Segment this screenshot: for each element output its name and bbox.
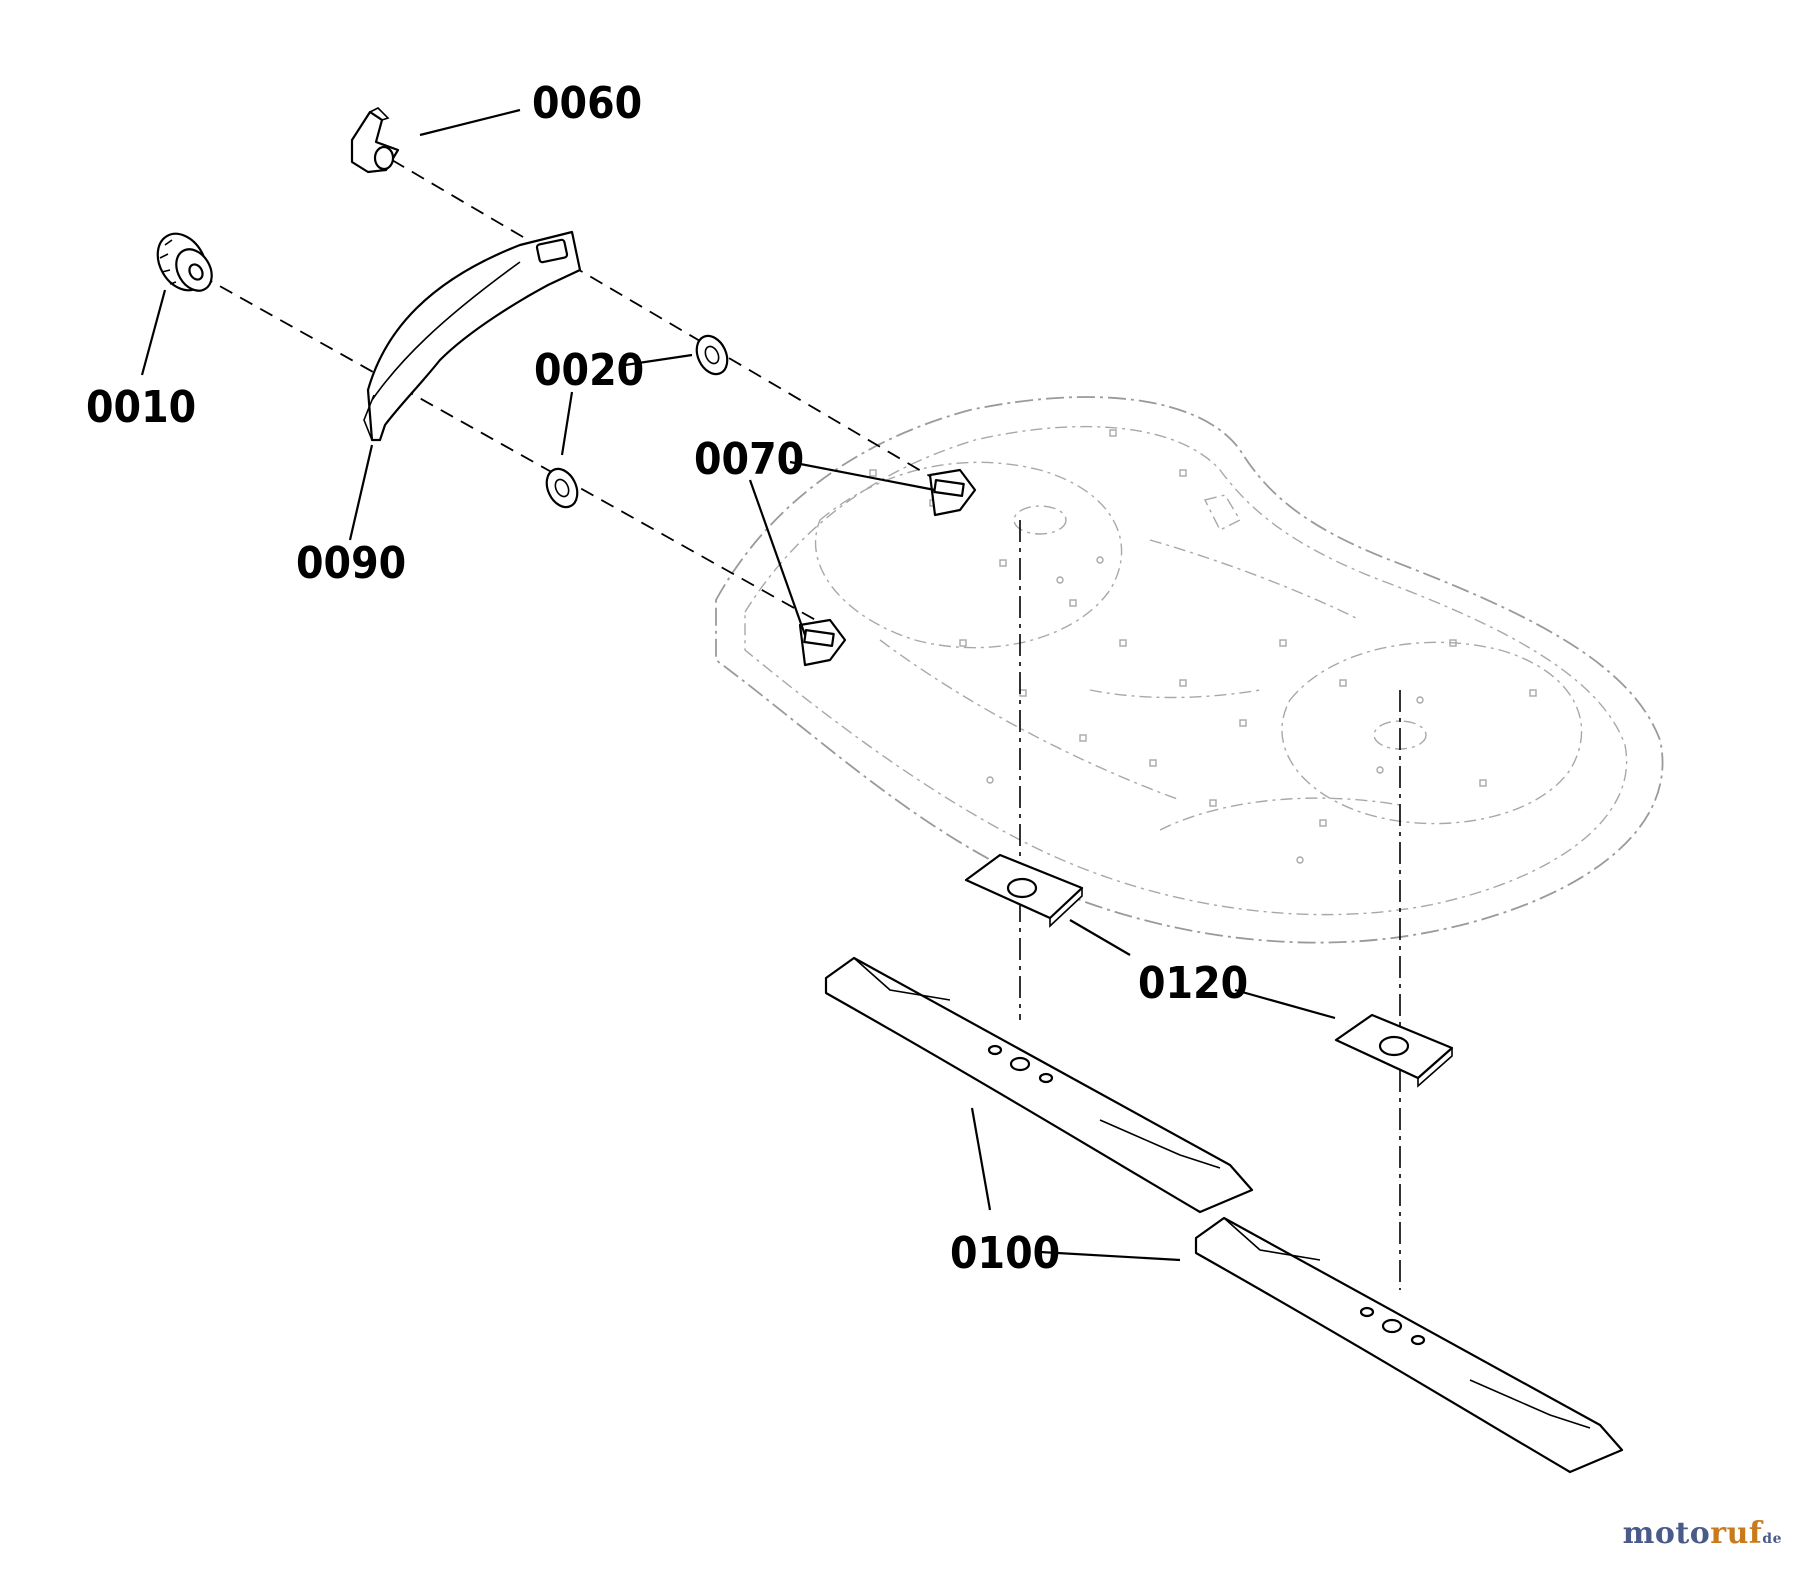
callout-0020: 0020 <box>534 345 644 396</box>
callout-0070: 0070 <box>694 434 804 485</box>
callout-0120: 0120 <box>1138 958 1248 1009</box>
callout-0090: 0090 <box>296 538 406 589</box>
callout-labels: 0060 0010 0020 0070 0090 0120 0100 <box>86 78 1248 1279</box>
watermark-logo: motorufde <box>1622 1516 1782 1551</box>
leader-lines <box>140 108 1336 1262</box>
part-0010-knob <box>156 232 213 292</box>
mower-deck-outline <box>715 396 1664 944</box>
callout-0010: 0010 <box>86 382 196 433</box>
part-0070-bolts <box>798 468 977 667</box>
part-0060-clip <box>350 107 400 174</box>
assembly-lines <box>199 159 1401 1290</box>
part-0020-washers <box>545 334 729 509</box>
part-0090-deflector <box>363 230 582 442</box>
part-0120-square-washers <box>964 853 1454 1088</box>
part-0100-blades <box>824 956 1624 1474</box>
callout-0060: 0060 <box>532 78 642 129</box>
callout-0100: 0100 <box>950 1228 1060 1279</box>
